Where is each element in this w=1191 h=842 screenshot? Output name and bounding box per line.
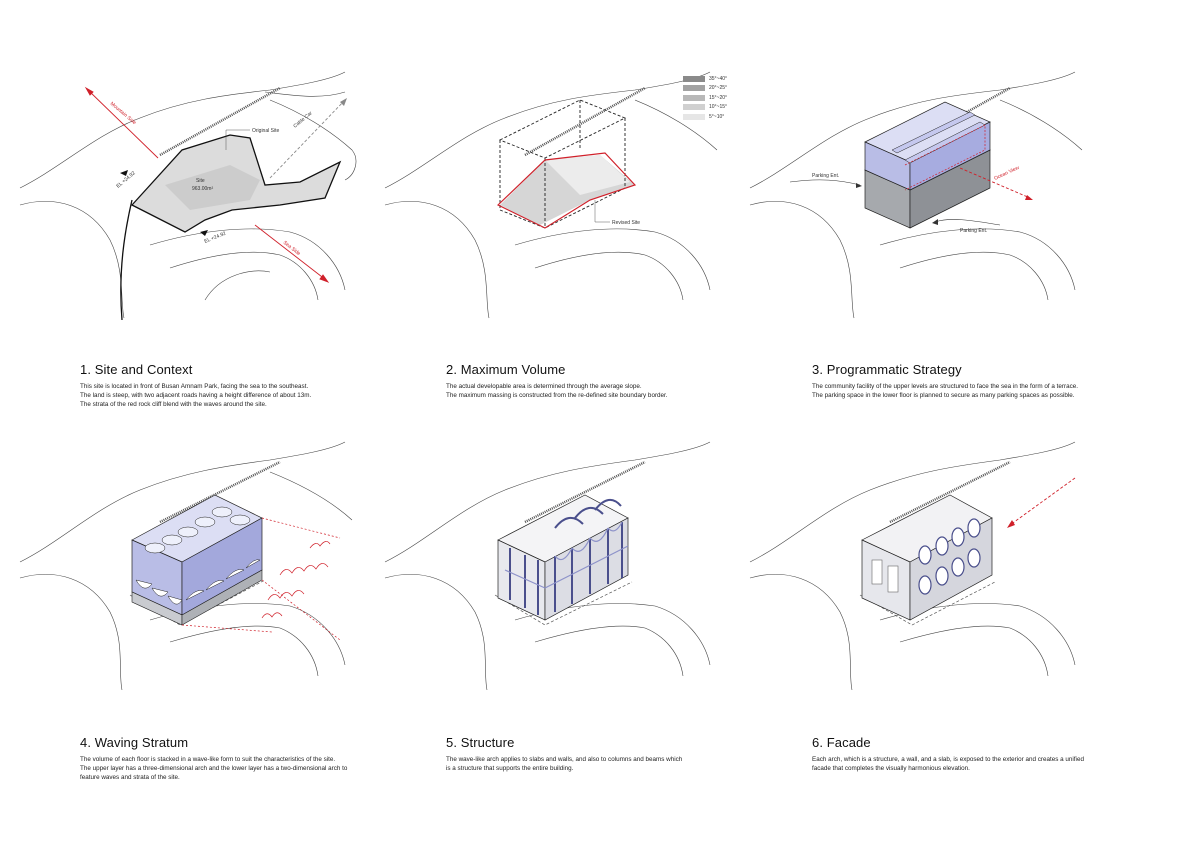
- site-label: Site: [196, 178, 205, 184]
- original-site-label: Original Site: [252, 128, 279, 134]
- legend-swatch: [683, 113, 705, 120]
- legend-swatch: [683, 94, 705, 101]
- contour-lines-3: [749, 71, 1083, 319]
- legend-row: 20°~25°: [683, 84, 727, 94]
- description-line: The parking space in the lower floor is …: [812, 391, 1075, 399]
- revised-site-boundary: [496, 152, 637, 229]
- legend-swatch: [683, 75, 705, 82]
- waving-building: [131, 494, 263, 626]
- description-line: The wave-like arch applies to slabs and …: [446, 756, 683, 763]
- legend-swatch: [683, 104, 705, 111]
- panel-3-title: 3. Programmatic Strategy: [812, 362, 962, 377]
- description-line: facade that completes the visually harmo…: [812, 764, 970, 772]
- site-area-label: 963.00m²: [192, 186, 213, 192]
- view-arrow: [1009, 477, 1076, 526]
- revised-site-label: Revised Site: [612, 220, 640, 226]
- panel-4-description: The volume of each floor is stacked in a…: [80, 756, 420, 782]
- panel-2-title: 2. Maximum Volume: [446, 362, 566, 377]
- description-line: feature waves and strata of the site.: [80, 773, 180, 781]
- programmatic-diagram: Ocean View Parking Ent. Parking Ent.: [749, 71, 1083, 319]
- contour-lines: [19, 71, 357, 319]
- description-line: The maximum massing is constructed from …: [446, 391, 668, 399]
- panel-4-title: 4. Waving Stratum: [80, 735, 189, 750]
- description-line: The volume of each floor is stacked in a…: [80, 756, 336, 763]
- contour-lines-2: [384, 71, 718, 319]
- description-line: The land is steep, with two adjacent roa…: [80, 391, 312, 399]
- road-edge: [120, 199, 133, 321]
- community-terrace: [864, 101, 991, 191]
- description-line: The upper layer has a three-dimensional …: [80, 764, 348, 772]
- parking-entrance-label-2: Parking Ent.: [960, 228, 987, 234]
- parking-entrance-label-1: Parking Ent.: [812, 173, 839, 179]
- legend-row: 15°~20°: [683, 93, 727, 103]
- description-line: The actual developable area is determine…: [446, 383, 642, 390]
- legend-label: 15°~20°: [709, 94, 728, 101]
- legend-label: 20°~25°: [709, 85, 728, 92]
- max-volume-box: [498, 99, 627, 229]
- description-line: Each arch, which is a structure, a wall,…: [812, 756, 1084, 763]
- description-line: The strata of the red rock cliff blend w…: [80, 400, 267, 408]
- panel-6-title: 6. Facade: [812, 735, 871, 750]
- description-line: is a structure that supports the entire …: [446, 764, 574, 772]
- cable-car-arrow: [269, 99, 346, 179]
- legend-row: 35°~40°: [683, 74, 727, 84]
- panel-1-title: 1. Site and Context: [80, 362, 193, 377]
- wave-projection: [181, 517, 341, 641]
- site-terrain: [165, 165, 260, 210]
- cliff-hatch: [159, 86, 281, 157]
- description-line: The community facility of the upper leve…: [812, 383, 1078, 390]
- panel-6-description: Each arch, which is a structure, a wall,…: [812, 756, 1152, 774]
- direction-arrows: [84, 86, 330, 283]
- slope-legend: 35°~40° 20°~25° 15°~20° 10°~15° 5°~10°: [683, 74, 727, 122]
- panel-5-title: 5. Structure: [446, 735, 515, 750]
- panel-3-description: The community facility of the upper leve…: [812, 383, 1152, 401]
- legend-label: 10°~15°: [709, 104, 728, 111]
- legend-label: 35°~40°: [709, 75, 728, 82]
- panel-5-description: The wave-like arch applies to slabs and …: [446, 756, 786, 774]
- legend-swatch: [683, 85, 705, 92]
- waving-stratum-diagram: [19, 441, 353, 691]
- panel-2-description: The actual developable area is determine…: [446, 383, 786, 401]
- site-context-diagram: Mountain Side Sea Side Cable Car Origina…: [19, 71, 357, 321]
- legend-row: 10°~15°: [683, 103, 727, 113]
- maximum-volume-diagram: Revised Site: [384, 71, 718, 319]
- legend-row: 5°~10°: [683, 112, 727, 122]
- legend-label: 5°~10°: [709, 113, 725, 120]
- facade-building: [861, 494, 993, 621]
- panel-1-description: This site is located in front of Busan A…: [80, 383, 420, 409]
- description-line: This site is located in front of Busan A…: [80, 383, 309, 390]
- structure-frame: [497, 494, 629, 621]
